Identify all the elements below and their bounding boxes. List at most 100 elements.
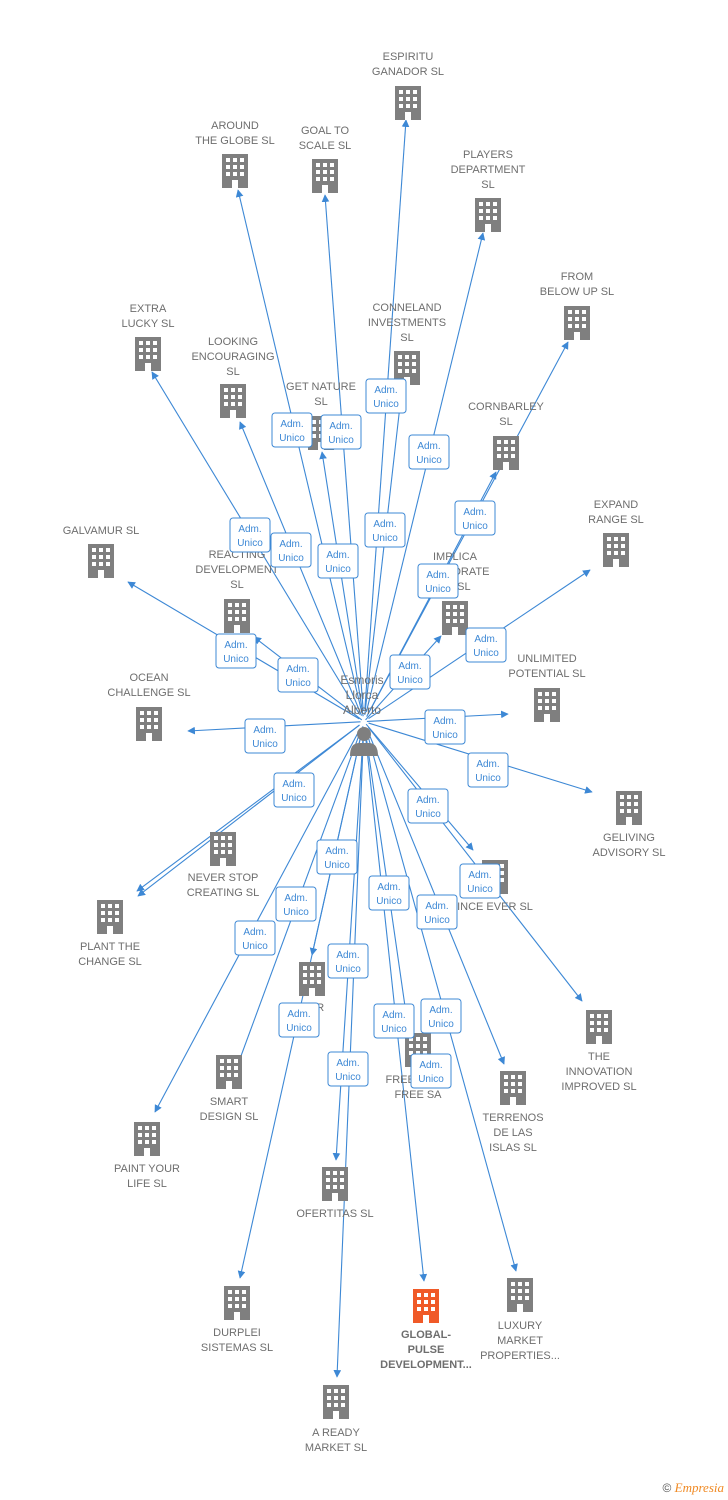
building-icon [216,1055,242,1089]
svg-text:Adm.Unico: Adm.Unico [418,1060,444,1085]
role-badge-cornbarley: Adm.Unico [417,563,459,599]
building-icon [507,1278,533,1312]
edge-looking-encouraging [239,421,363,716]
role-badge-looking-encouraging: Adm.Unico [270,532,312,568]
role-badge-expand-range: Adm.Unico [465,627,507,663]
building-icon [493,436,519,470]
building-icon [475,198,501,232]
svg-text:Adm.Unico: Adm.Unico [397,661,423,686]
svg-text:Adm.Unico: Adm.Unico [473,634,499,659]
company-label: GALVAMUR SL [63,525,140,537]
svg-text:Adm.Unico: Adm.Unico [381,1010,407,1035]
svg-text:Adm.Unico: Adm.Unico [416,441,442,466]
building-icon [442,601,468,635]
building-icon [299,962,325,996]
svg-text:Adm.Unico: Adm.Unico [279,419,305,444]
building-icon [135,337,161,371]
svg-text:Adm.Unico: Adm.Unico [432,716,458,741]
edge-since-ever [365,723,474,851]
building-icon [136,707,162,741]
role-badge-the-innovation-improved: Adm.Unico [459,863,501,899]
role-badge-espiritu-ganador: Adm.Unico [364,512,406,548]
building-icon [210,832,236,866]
role-badge-unlimited-potential: Adm.Unico [424,709,466,745]
building-icon [97,900,123,934]
building-icon [534,688,560,722]
person-icon [350,727,378,756]
svg-text:Adm.Unico: Adm.Unico [324,846,350,871]
company-label: INCE EVER SL [457,901,533,913]
role-badge-reacting-development: Adm.Unico [277,657,319,693]
svg-text:Adm.Unico: Adm.Unico [328,421,354,446]
brand-logo[interactable]: Empresia [674,1480,724,1495]
role-badge-luxury-market-properties: Adm.Unico [327,1051,369,1087]
svg-text:Adm.Unico: Adm.Unico [335,950,361,975]
svg-text:Adm.Unico: Adm.Unico [252,725,278,750]
building-icon [134,1122,160,1156]
company-node-since-ever[interactable]: INCE EVER SL [457,860,533,913]
role-badge-free-to-be-free: Adm.Unico [368,875,410,911]
svg-text:Adm.Unico: Adm.Unico [283,893,309,918]
svg-text:Adm.Unico: Adm.Unico [467,870,493,895]
company-node-ofertitas[interactable]: OFERTITAS SL [296,1167,374,1220]
edge-goal-to-scale [321,194,364,712]
role-badge-players-department: Adm.Unico [408,434,450,470]
role-badge-paint-your-life: Adm.Unico [327,943,369,979]
svg-text:Adm.Unico: Adm.Unico [425,570,451,595]
svg-text:Adm.Unico: Adm.Unico [285,664,311,689]
badges-layer: Adm.UnicoAdm.UnicoAdm.UnicoAdm.UnicoAdm.… [215,378,509,1089]
role-badge-our-sl: Adm.Unico [316,839,358,875]
building-icon [323,1385,349,1419]
role-badge-from-below-up: Adm.Unico [454,500,496,536]
edge-never-stop-creating [136,724,360,892]
building-icon [603,533,629,567]
building-icon [616,791,642,825]
role-badge-durplei-sistemas: Adm.Unico [373,1003,415,1039]
company-node-galvamur[interactable]: GALVAMUR SL [63,525,140,578]
svg-text:Adm.Unico: Adm.Unico [237,524,263,549]
